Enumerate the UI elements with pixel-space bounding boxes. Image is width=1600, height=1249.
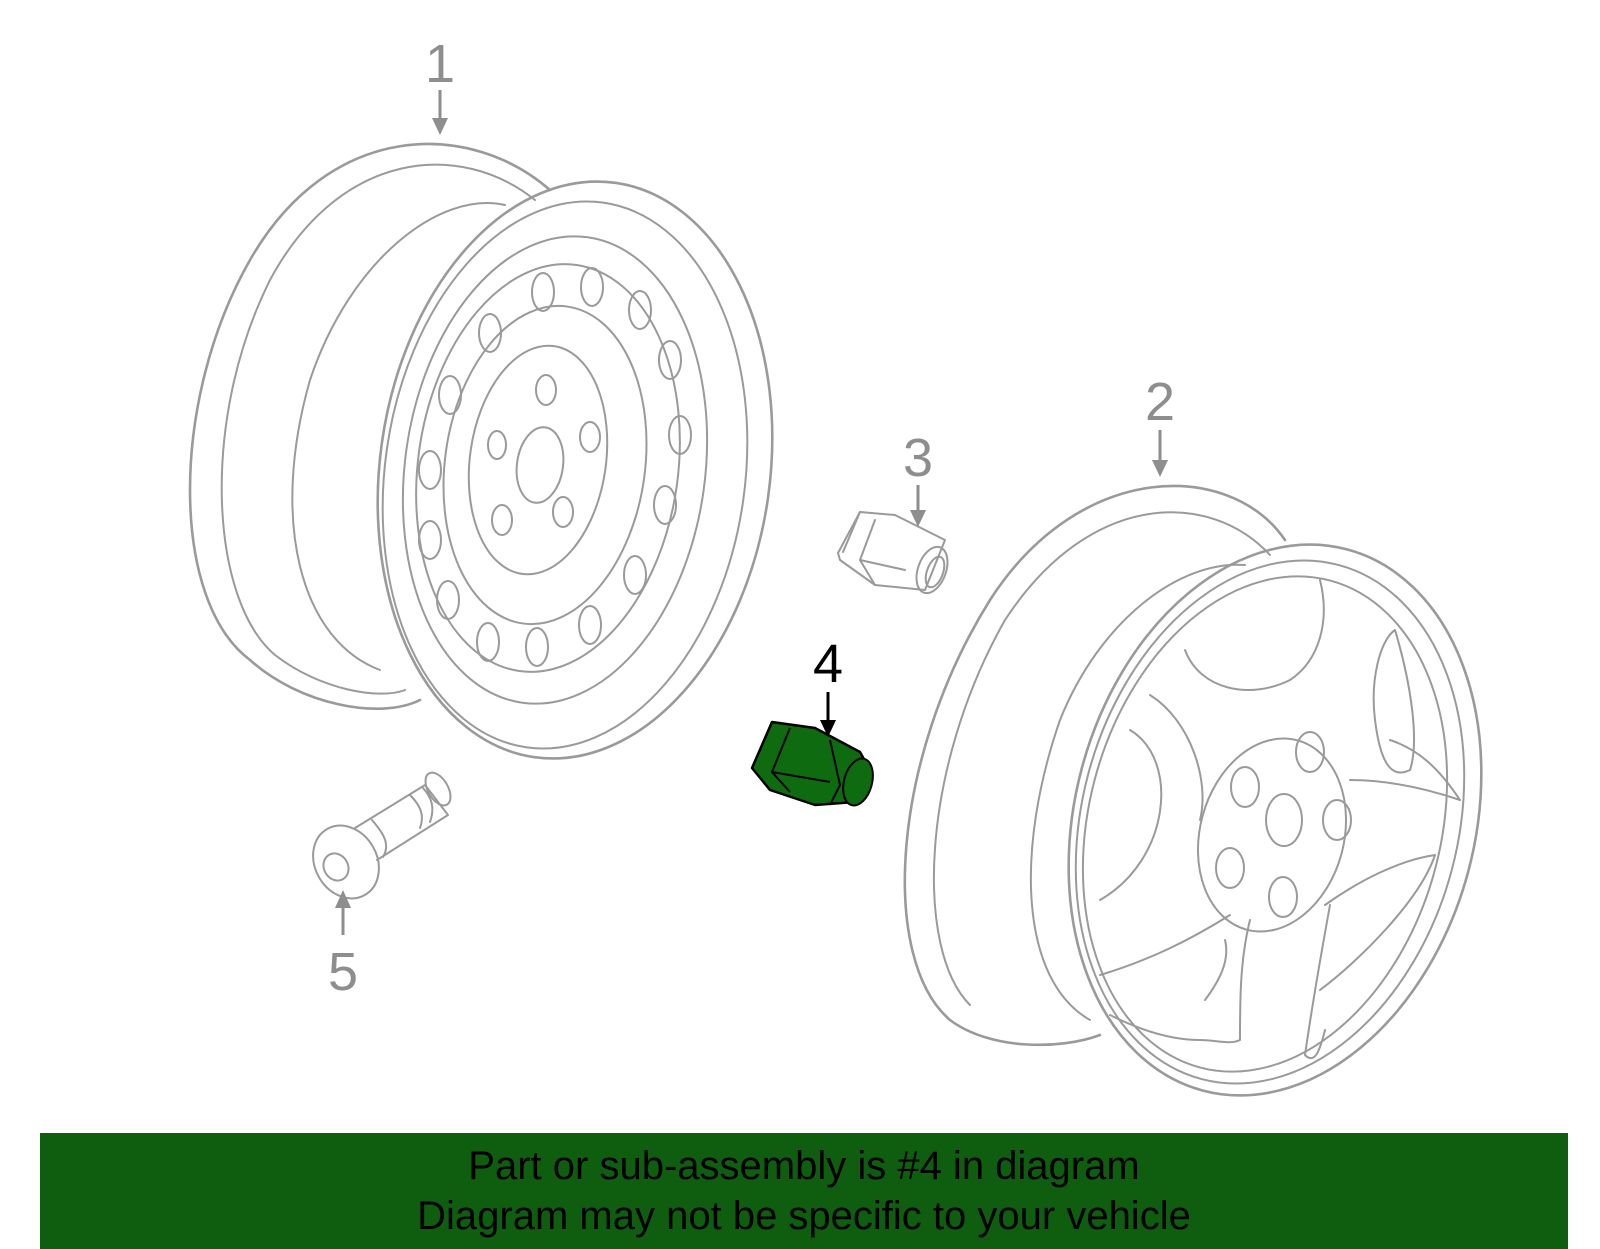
banner-line-part-number: Part or sub-assembly is #4 in diagram (468, 1144, 1140, 1188)
callout-5: 5 (328, 890, 358, 1002)
svg-text:1: 1 (425, 34, 455, 94)
lug-nut-part-4-highlighted[interactable] (750, 720, 878, 809)
callout-3: 3 (903, 428, 933, 527)
steel-wheel-part-1[interactable] (188, 142, 808, 784)
svg-text:2: 2 (1145, 372, 1175, 432)
callout-1: 1 (425, 34, 455, 135)
wheel-stud-part-5[interactable] (300, 768, 456, 910)
callout-4: 4 (813, 634, 843, 737)
lug-nut-part-3[interactable] (837, 511, 953, 597)
alloy-wheel-part-2[interactable] (903, 484, 1541, 1142)
info-banner: Part or sub-assembly is #4 in diagram Di… (40, 1133, 1568, 1249)
callout-2: 2 (1145, 372, 1175, 477)
svg-text:3: 3 (903, 428, 933, 488)
svg-text:5: 5 (328, 942, 358, 1002)
svg-text:4: 4 (813, 634, 843, 694)
banner-line-disclaimer: Diagram may not be specific to your vehi… (417, 1194, 1191, 1238)
